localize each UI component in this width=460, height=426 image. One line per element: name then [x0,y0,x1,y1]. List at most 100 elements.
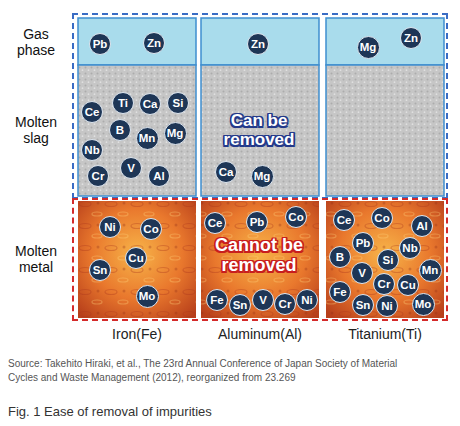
gas-cell [78,18,196,65]
element-circle: Ca [139,93,161,115]
element-symbol: V [358,267,366,280]
label-frame: Molten metal [6,243,66,275]
element-circle: Co [371,207,393,229]
removal-region: Cannot be removedNiCoCuSnMoCePbCoFeSnVCr… [72,198,448,321]
element-circle: Nb [399,237,421,259]
metal-texture [78,201,196,318]
column-label: Titanium(Ti) [325,326,445,342]
element-symbol: Cr [92,170,105,183]
gas-cell [201,18,319,65]
element-circle: Sn [89,259,111,281]
element-circle: Fe [329,281,351,303]
element-circle: Cr [373,273,395,295]
column-label: Aluminum(Al) [195,326,325,342]
element-circle: Mo [136,285,159,308]
element-symbol: Nb [84,144,99,157]
element-circle: Co [140,218,162,240]
element-circle: Mg [251,165,274,188]
metal-texture [326,201,444,318]
element-circle: Pb [89,33,111,55]
metal-cell [78,201,196,318]
metal-cells [78,201,444,318]
element-symbol: Mg [254,170,271,183]
element-circle: Cu [397,274,419,296]
element-circle: V [351,262,373,284]
element-symbol: Zn [147,37,161,50]
row-label: Molten metal [6,243,66,275]
element-symbol: Ca [219,166,234,179]
element-circle: Ni [99,216,121,238]
element-circle: B [329,246,351,268]
slag-cells [78,65,444,196]
element-circle: Cu [125,247,147,269]
element-symbol: V [259,294,267,307]
label-frame: Titanium(Ti) [325,326,445,342]
source-note: Source: Takehito Hiraki, et al., The 23r… [8,357,418,385]
row-label: Gas phase [6,26,66,58]
gas-phase-cells [78,18,444,65]
element-circle: Ti [112,92,134,114]
element-circle: Mg [357,36,380,59]
element-circle: Pb [352,232,374,254]
element-symbol: Sn [233,299,248,312]
element-symbol: Mg [360,41,377,54]
element-symbol: Ni [301,294,313,307]
element-symbol: Mg [167,127,184,140]
row-label: Molten slag [6,114,66,146]
element-symbol: Al [416,220,428,233]
column-label: Iron(Fe) [77,326,197,342]
removal-note: Can be removed [216,112,302,149]
element-symbol: Si [383,254,394,267]
element-symbol: Sn [356,299,371,312]
element-circle: Co [285,206,307,228]
label-frame: Iron(Fe) [77,326,197,342]
element-circle: Si [167,92,189,114]
element-symbol: Nb [402,242,417,255]
element-circle: Mo [412,293,435,316]
element-circle: V [252,289,274,311]
element-symbol: Cu [128,252,143,265]
slag-cell [326,65,444,196]
element-circle: Ni [296,289,318,311]
element-symbol: Mo [415,298,432,311]
element-circle: Zn [143,32,165,54]
element-symbol: Cr [279,298,292,311]
element-circle: Mn [419,259,442,282]
element-symbol: Ce [208,217,223,230]
element-symbol: Ca [143,98,158,111]
label-frame: Source: Takehito Hiraki, et al., The 23r… [8,357,418,385]
element-circle: Sn [352,294,374,316]
element-circle: Sn [229,294,251,316]
element-symbol: Ce [85,106,100,119]
element-circle: Ce [81,101,103,123]
element-circle: V [120,157,142,179]
slag-cell [78,65,196,196]
figure-caption: Fig. 1 Ease of removal of impurities [8,404,448,419]
element-circle: Zn [247,33,269,55]
element-circle: Pb [246,211,268,233]
element-symbol: Ni [381,300,393,313]
element-symbol: Ce [337,214,352,227]
slag-cell [201,65,319,196]
element-symbol: Co [288,211,303,224]
metal-cell [201,201,319,318]
element-circle: Cr [274,293,296,315]
element-symbol: Fe [333,286,346,299]
element-circle: Cr [87,165,109,187]
element-symbol: Co [374,212,389,225]
element-circle: Zn [400,27,422,49]
element-circle: Ce [204,212,226,234]
element-symbol: Al [153,170,165,183]
gas-cell [326,18,444,65]
removal-region: Can be removedPbZnZnMgZnCeTiCaSiBMnMgNbC… [72,13,448,199]
element-symbol: Mn [139,132,156,145]
element-symbol: B [116,124,124,137]
element-symbol: Mo [139,290,156,303]
element-circle: Si [377,249,399,271]
removal-note: Cannot be removed [209,236,309,276]
element-circle: Ca [215,161,237,183]
element-symbol: Co [143,223,158,236]
element-symbol: Fe [210,294,223,307]
element-circle: Mn [136,127,159,150]
